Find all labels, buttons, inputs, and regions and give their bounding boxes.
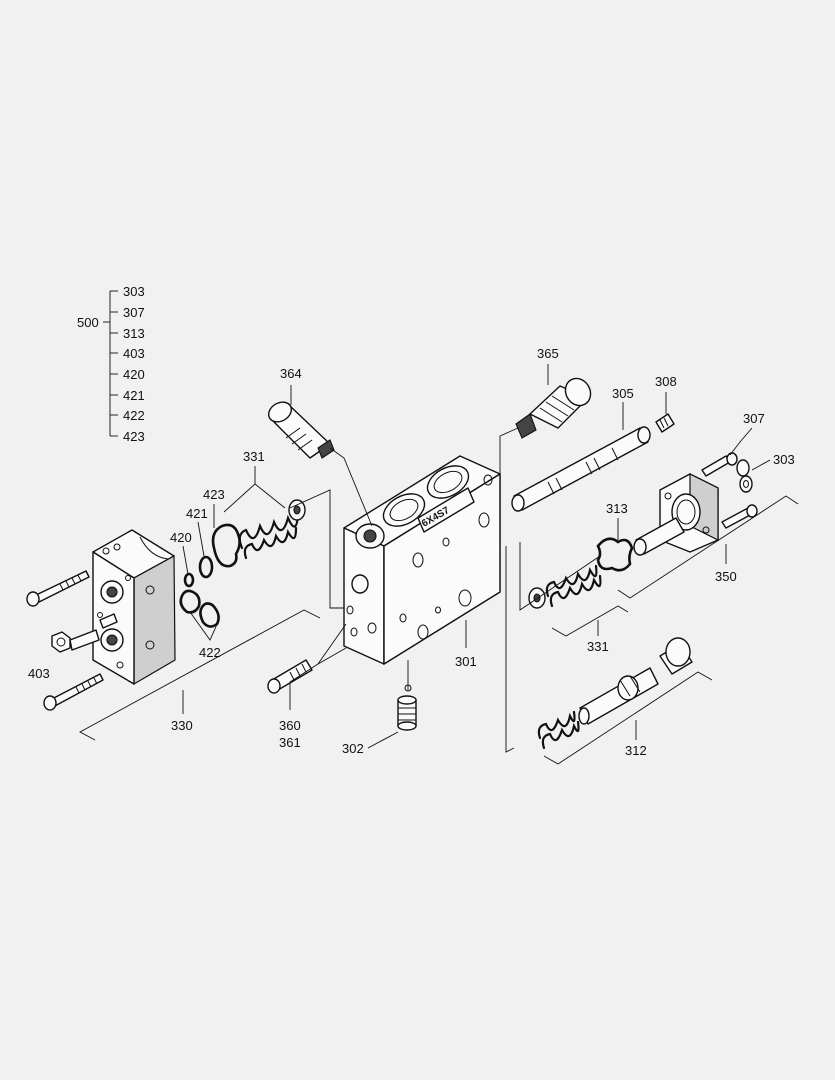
label-305: 305: [612, 386, 634, 401]
kit-list-500: 500 303 307 313 403 420 421 422 423: [77, 284, 145, 444]
kit-item-420: 420: [123, 367, 145, 382]
kit-item-303: 303: [123, 284, 145, 299]
long-screw-lower: [43, 673, 104, 711]
kit-item-313: 313: [123, 326, 145, 341]
label-330: 330: [171, 718, 193, 733]
kit-item-403: 403: [123, 346, 145, 361]
seal-313: [596, 537, 634, 572]
label-307: 307: [743, 411, 765, 426]
spring-331-right: [528, 564, 602, 609]
label-302: 302: [342, 741, 364, 756]
set-screw-308: [655, 413, 675, 433]
nut-403: [51, 629, 100, 653]
end-cover-330: [92, 529, 176, 686]
kit-item-423: 423: [123, 429, 145, 444]
label-365: 365: [537, 346, 559, 361]
seal-421: [198, 555, 214, 579]
plug-302: [397, 684, 417, 731]
seal-422-b: [199, 602, 220, 628]
plug-364: [267, 401, 335, 459]
kit-item-421: 421: [123, 388, 145, 403]
label-421: 421: [186, 506, 208, 521]
valve-body-301: 6X4S7: [343, 455, 501, 666]
label-361: 361: [279, 735, 301, 750]
spool-305: [511, 426, 651, 512]
label-422: 422: [199, 645, 221, 660]
kit-label-500: 500: [77, 315, 99, 330]
label-364: 364: [280, 366, 302, 381]
seal-423: [211, 523, 241, 568]
label-420: 420: [170, 530, 192, 545]
spring-331-left: [238, 499, 306, 560]
plug-365: [515, 377, 592, 439]
label-313: 313: [606, 501, 628, 516]
label-403: 403: [28, 666, 50, 681]
long-screw-upper: [26, 570, 90, 607]
label-350: 350: [715, 569, 737, 584]
label-312: 312: [625, 743, 647, 758]
kit-item-422: 422: [123, 408, 145, 423]
label-303: 303: [773, 452, 795, 467]
kit-item-307: 307: [123, 305, 145, 320]
stud-cover: [99, 613, 118, 629]
label-331-bottom: 331: [587, 639, 609, 654]
label-360: 360: [279, 718, 301, 733]
screw-307-b: [721, 504, 758, 529]
label-331-top: 331: [243, 449, 265, 464]
spring-cap-350: [633, 473, 719, 556]
seal-422-a: [179, 589, 201, 614]
seal-420: [183, 572, 195, 588]
label-423: 423: [203, 487, 225, 502]
screw-307-a: [701, 452, 738, 477]
plug-360: [267, 659, 313, 694]
label-301: 301: [455, 654, 477, 669]
washer-303: [736, 459, 753, 493]
label-308: 308: [655, 374, 677, 389]
valve-assembly-312: [537, 637, 693, 750]
leader-lines: [79, 364, 799, 765]
part-labels: 364 365 305 308 307 303 331 423 421 420 …: [28, 346, 795, 758]
